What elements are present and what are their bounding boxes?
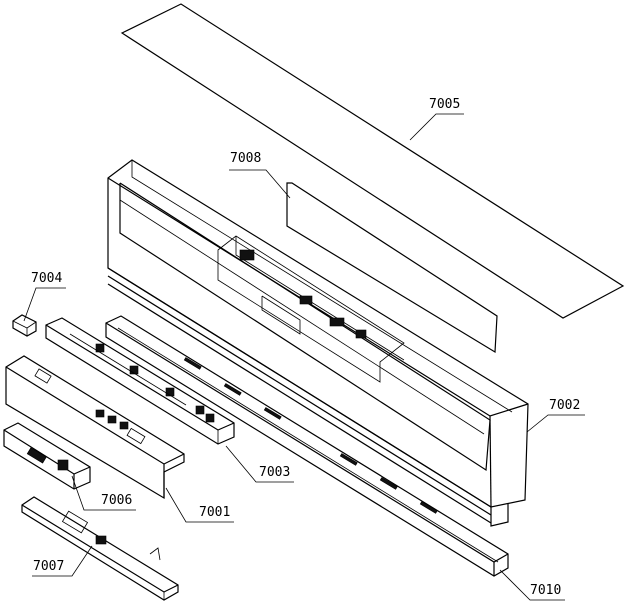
part-7002-housing bbox=[107, 159, 529, 527]
part-7008-panel bbox=[286, 182, 498, 354]
label-7006: 7006 bbox=[101, 493, 132, 508]
label-7005: 7005 bbox=[429, 97, 460, 112]
label-7008: 7008 bbox=[230, 151, 261, 166]
leader-lines bbox=[23, 113, 585, 601]
label-7001: 7001 bbox=[199, 505, 230, 520]
label-7004: 7004 bbox=[31, 271, 62, 286]
part-7007-board bbox=[21, 496, 179, 601]
part-7005-panel bbox=[120, 3, 625, 319]
label-7003: 7003 bbox=[259, 465, 290, 480]
label-7002: 7002 bbox=[549, 398, 580, 413]
part-7006-display-board bbox=[3, 422, 91, 490]
part-7004-clip bbox=[12, 314, 37, 337]
part-7003-bracket bbox=[45, 317, 235, 445]
part-7001-cover bbox=[5, 355, 185, 500]
label-7010: 7010 bbox=[530, 583, 561, 598]
label-7007: 7007 bbox=[33, 559, 64, 574]
part-7010-rail bbox=[105, 315, 509, 577]
